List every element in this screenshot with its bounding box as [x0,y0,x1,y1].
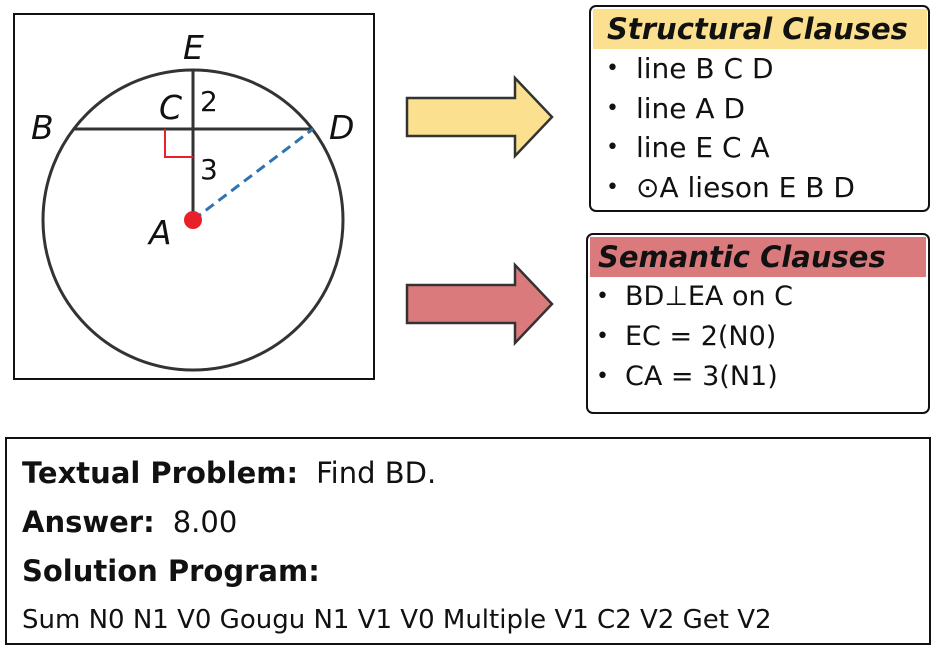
label-length-ca: 3 [200,153,218,186]
bullet-icon: • [606,56,619,81]
semantic-clause-item: • CA = 3(N1) [588,357,928,397]
answer-text: 8.00 [172,505,238,539]
semantic-clause-item: • BD⊥EA on C [588,277,928,317]
structural-clause-text: ⊙A lieson E B D [636,170,855,204]
question-row: Textual Problem: Find BD. [22,449,929,498]
semantic-clause-text: EC = 2(N0) [625,321,777,352]
semantic-clause-text: BD⊥EA on C [625,281,794,312]
semantic-clauses-panel: Semantic Clauses • BD⊥EA on C • EC = 2(N0)… [586,233,930,414]
center-point-a [184,211,202,229]
program-label: Solution Program: [22,554,320,588]
dashed-radius-ad [192,127,314,222]
bullet-icon: • [596,284,609,309]
question-label: Textual Problem: [22,456,299,490]
structural-clause-text: line B C D [636,52,774,85]
problem-panel: Textual Problem: Find BD. Answer: 8.00 Sol… [5,437,931,645]
circle-diagram: E B C D A 2 3 [31,28,354,372]
label-c: C [159,88,182,127]
geometry-figure: E B C D A 2 3 [13,13,375,380]
semantic-clause-item: • EC = 2(N0) [588,317,928,357]
structural-clause-text: line E C A [636,131,770,164]
question-text: Find BD. [316,456,437,490]
structural-clause-item: • line A D [591,89,928,129]
bullet-icon: • [596,324,609,349]
bullet-icon: • [596,364,609,389]
semantic-clause-text: CA = 3(N1) [625,361,778,392]
semantic-clauses-list: • BD⊥EA on C • EC = 2(N0) • CA = 3(N1) [588,277,928,397]
structural-clause-text: line A D [636,91,746,125]
label-length-ec: 2 [200,85,218,118]
program-text: Sum N0 N1 V0 Gougu N1 V1 V0 Multiple V1 … [22,605,772,635]
right-angle-marker [164,129,193,158]
answer-label: Answer: [22,505,155,539]
program-label-row: Solution Program: [22,547,929,596]
structural-clause-item: • ⊙A lieson E B D [591,168,928,208]
arrow-to-semantic [405,262,554,347]
label-a: A [147,213,172,252]
structural-clauses-title: Structural Clauses [593,9,927,49]
answer-row: Answer: 8.00 [22,498,929,547]
label-e: E [183,28,204,67]
label-d: D [329,108,354,147]
structural-clauses-panel: Structural Clauses • line B C D • line A D… [589,5,930,212]
structural-clauses-list: • line B C D • line A D • line E C A • ⊙A li… [591,49,928,207]
bullet-icon: • [606,135,619,160]
arrow-to-structural [405,75,554,160]
semantic-clauses-title: Semantic Clauses [590,237,926,277]
bullet-icon: • [606,95,619,121]
structural-clause-item: • line E C A [591,128,928,168]
structural-clause-item: • line B C D [591,49,928,89]
label-b: B [31,108,54,147]
bullet-icon: • [606,174,619,200]
